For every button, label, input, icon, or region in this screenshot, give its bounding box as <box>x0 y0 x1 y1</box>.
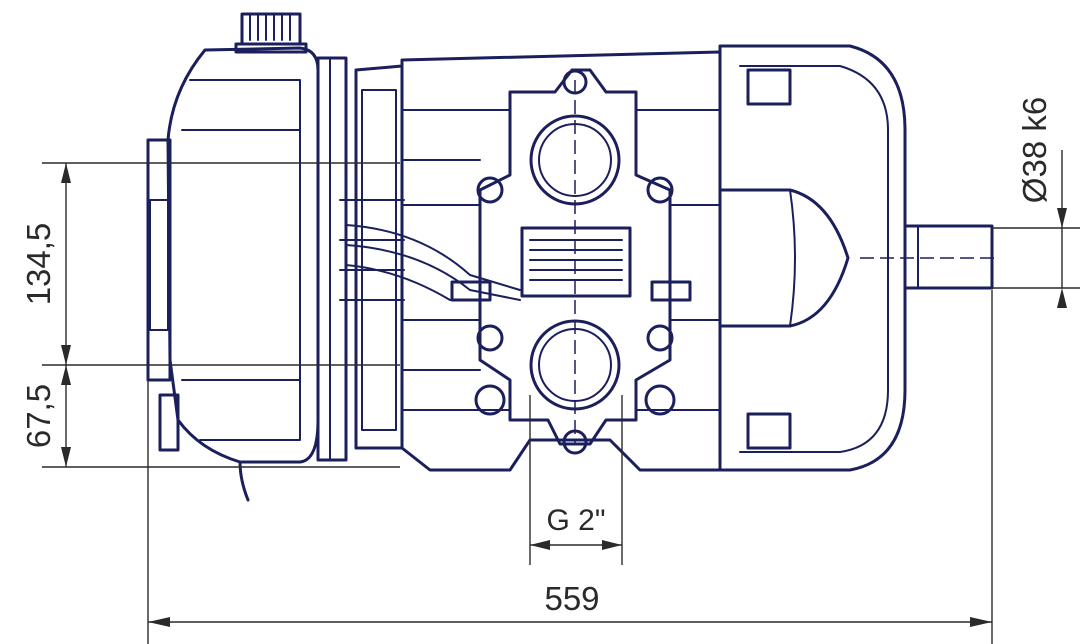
arrow-down <box>61 447 71 467</box>
adapter-block <box>339 64 405 450</box>
dimension-shaft-diameter: Ø38 k6 <box>992 97 1080 308</box>
arrow-right <box>602 540 622 550</box>
dimension-label-port-thread: G 2" <box>546 504 605 537</box>
arrow-up <box>61 163 71 183</box>
shaft <box>860 224 1000 290</box>
dimension-length-total: 559 <box>147 290 993 644</box>
dimension-label-height-upper: 134,5 <box>20 223 57 306</box>
arrow-up <box>1057 288 1067 308</box>
arrow-left <box>530 540 550 550</box>
dimension-height-lower: 67,5 <box>20 365 400 468</box>
central-body <box>345 50 722 472</box>
dimension-label-height-lower: 67,5 <box>20 384 57 448</box>
right-end-housing <box>718 44 907 472</box>
arrow-down <box>1057 208 1067 228</box>
arrow-right <box>970 617 992 627</box>
dimension-port-thread: G 2" <box>529 395 623 565</box>
arrow-left <box>148 617 170 627</box>
dimension-label-shaft-diameter: Ø38 k6 <box>1016 97 1053 203</box>
pump-outline <box>146 12 1000 502</box>
dimension-height-upper: 134,5 <box>20 162 400 366</box>
dimension-label-length-total: 559 <box>544 580 599 617</box>
left-end-housing <box>146 12 348 502</box>
arrow-up <box>61 365 71 385</box>
arrow-down <box>61 345 71 365</box>
